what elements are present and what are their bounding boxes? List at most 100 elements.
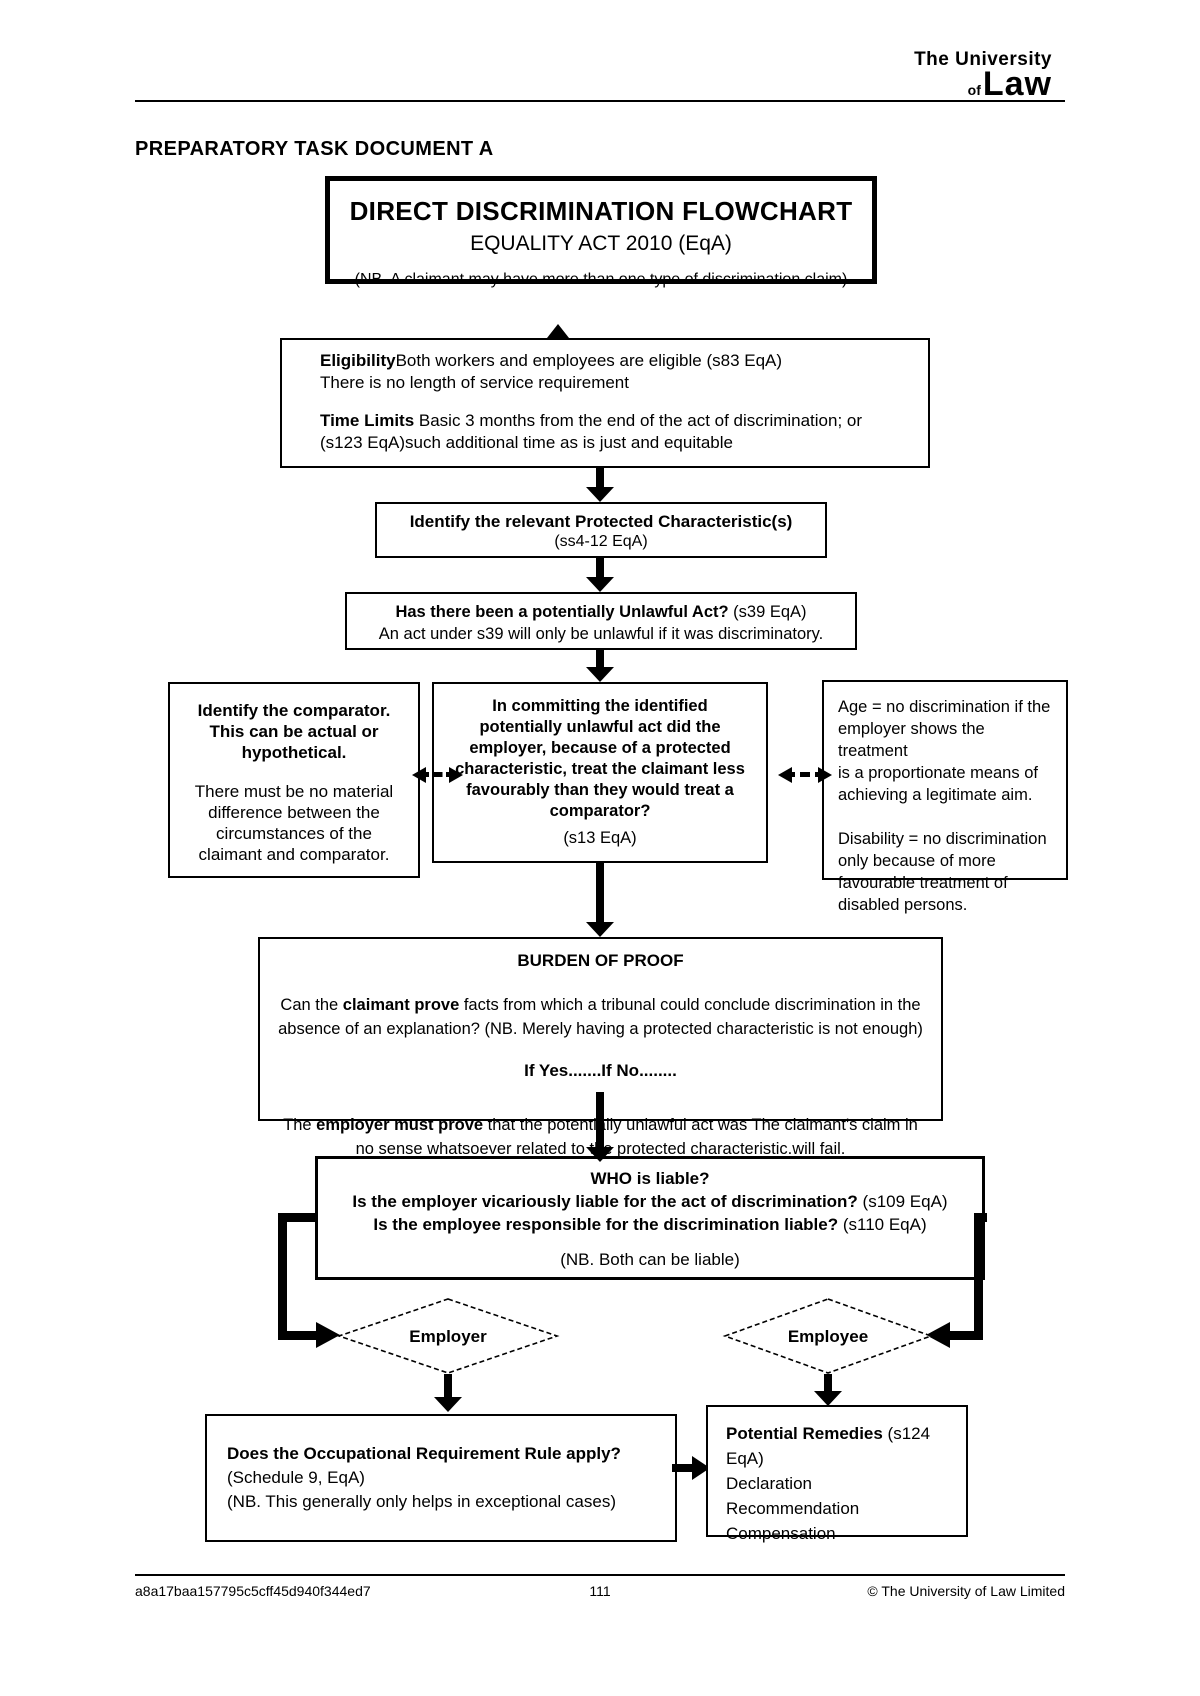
footer-document-hash: a8a17baa157795c5cff45d940f344ed7 <box>135 1583 371 1599</box>
who-question-1-cite: (s109 EqA) <box>857 1192 948 1211</box>
down-arrow <box>586 650 614 682</box>
elbow-connector-right <box>974 1213 983 1340</box>
elbow-connector-left <box>278 1213 318 1222</box>
footer-copyright: © The University of Law Limited <box>867 1583 1065 1599</box>
remedy-item: Declaration <box>726 1474 812 1493</box>
core-question-line: employer, because of a protected <box>469 739 731 757</box>
spacer <box>320 394 912 410</box>
age-defence-line: achieving a legitimate aim. <box>838 786 1033 804</box>
remedies-cite: (s124 EqA) <box>726 1424 931 1468</box>
nb-claim-note: (NB. A claimant may have more than one t… <box>354 271 848 288</box>
right-arrowhead-icon <box>818 767 832 783</box>
down-arrow <box>586 558 614 592</box>
remedy-item: Compensation <box>726 1524 836 1543</box>
left-arrowhead-icon <box>412 767 426 783</box>
core-question-line: In committing the identified <box>492 697 708 715</box>
occupational-cite: (Schedule 9, EqA) <box>227 1468 365 1487</box>
elbow-connector-left <box>278 1331 318 1340</box>
who-nb-note: (NB. Both can be liable) <box>560 1250 740 1269</box>
comparator-body-line: There must be no material <box>194 782 394 801</box>
down-arrow <box>586 1092 614 1162</box>
unlawful-act-box: Has there been a potentially Unlawful Ac… <box>345 592 857 650</box>
down-arrow <box>814 1374 842 1406</box>
remedies-title: Potential Remedies (s124 EqA) <box>726 1421 960 1471</box>
employee-diamond: Employee <box>722 1298 934 1374</box>
eligibility-text-1: Both workers and employees are eligible … <box>395 351 783 370</box>
comparator-box: Identify the comparator. This can be act… <box>168 682 420 878</box>
remedy-item: Recommendation <box>726 1499 860 1518</box>
comparator-body-text: There must be no material difference bet… <box>178 781 410 865</box>
comparator-bold-line: Identify the comparator. <box>197 701 391 720</box>
age-defence-line: is a proportionate means of <box>838 764 1038 782</box>
who-question-1-bold: Is the employer vicariously liable for t… <box>352 1192 858 1211</box>
eligibility-box: EligibilityBoth workers and employees ar… <box>280 338 930 468</box>
who-title: WHO is liable? <box>590 1169 710 1188</box>
left-arrowhead-icon <box>778 767 792 783</box>
age-defence-line: Age = no discrimination if the <box>838 698 1051 716</box>
comparator-bold-line: This can be actual or <box>209 722 379 741</box>
disability-defence-line: disabled persons. <box>838 896 968 914</box>
burden-paragraph: Can the claimant prove facts from which … <box>260 993 941 1041</box>
spacer <box>838 806 1054 828</box>
protected-characteristic-title: Identify the relevant Protected Characte… <box>409 512 793 531</box>
disability-defence-line: favourable treatment of <box>838 874 1008 892</box>
unlawful-act-note: An act under s39 will only be unlawful i… <box>378 625 824 643</box>
comparator-bold-line: hypothetical. <box>241 743 347 762</box>
time-limits-line-2: (s123 EqA)such additional time as is jus… <box>320 433 733 452</box>
disability-defence-line: only because of more <box>838 852 996 870</box>
down-arrow <box>434 1374 462 1412</box>
protected-characteristic-cite: (ss4-12 EqA) <box>554 533 648 550</box>
right-arrow <box>672 1464 694 1472</box>
eligibility-line-1: EligibilityBoth workers and employees ar… <box>320 350 912 372</box>
core-question-line: comparator? <box>549 802 651 820</box>
who-question-1: Is the employer vicariously liable for t… <box>318 1190 982 1213</box>
core-question-box: In committing the identified potentially… <box>432 682 768 863</box>
logo-text-top: The University <box>914 49 1052 70</box>
time-limits-label: Time Limits <box>320 411 415 430</box>
unlawful-act-cite: (s39 EqA) <box>728 603 807 621</box>
disability-defence-line: Disability = no discrimination <box>838 830 1047 848</box>
comparator-body-line: claimant and comparator. <box>198 845 390 864</box>
employer-diamond: Employer <box>336 1298 560 1374</box>
header-rule <box>135 100 1065 102</box>
eligibility-label: Eligibility <box>320 351 396 370</box>
flowchart-title: DIRECT DISCRIMINATION FLOWCHART <box>349 196 853 226</box>
footer-page-number: 111 <box>589 1583 611 1599</box>
comparator-bold-text: Identify the comparator. This can be act… <box>178 700 410 763</box>
employer-diamond-label: Employer <box>409 1327 487 1346</box>
who-question-2: Is the employee responsible for the disc… <box>318 1213 982 1236</box>
time-limits-text-1: Basic 3 months from the end of the act o… <box>414 411 863 430</box>
employee-diamond-label: Employee <box>788 1327 868 1346</box>
core-question-cite: (s13 EqA) <box>563 829 637 847</box>
burden-line-1: Can the claimant prove facts from which … <box>260 993 941 1017</box>
protected-characteristic-box: Identify the relevant Protected Characte… <box>375 502 827 558</box>
logo-law: Law <box>982 65 1052 103</box>
down-arrow <box>586 863 614 937</box>
unlawful-act-question-bold: Has there been a potentially Unlawful Ac… <box>395 603 729 621</box>
logo-of: of <box>967 82 981 98</box>
occupational-requirement-box: Does the Occupational Requirement Rule a… <box>205 1414 677 1542</box>
down-arrow <box>586 468 614 502</box>
footer-rule <box>135 1574 1065 1576</box>
right-arrowhead-icon <box>449 767 463 783</box>
up-arrowhead-icon <box>547 324 569 338</box>
elbow-connector-left <box>278 1213 287 1340</box>
right-arrowhead-icon <box>692 1456 710 1480</box>
core-question-line: potentially unlawful act did the <box>479 718 721 736</box>
burden-line-1-post: facts from which a tribunal could conclu… <box>459 996 921 1014</box>
eligibility-line-2: There is no length of service requiremen… <box>320 373 629 392</box>
outcome-line-1: The employer must prove that the potenti… <box>258 1113 943 1137</box>
comparator-body-line: difference between the <box>208 803 380 822</box>
if-yes-if-no-line: If Yes.......If No........ <box>524 1061 677 1080</box>
who-is-liable-box: WHO is liable? Is the employer vicarious… <box>315 1156 985 1280</box>
spacer <box>178 763 410 781</box>
disability-defence-text: Disability = no discrimination only beca… <box>838 828 1054 916</box>
remedies-title-bold: Potential Remedies <box>726 1424 883 1443</box>
comparator-body-line: circumstances of the <box>216 824 372 843</box>
burden-line-2: absence of an explanation? (NB. Merely h… <box>278 1020 923 1038</box>
page-title: PREPARATORY TASK DOCUMENT A <box>135 138 494 160</box>
outcome-line-1-bold: employer must prove <box>316 1116 484 1134</box>
burden-title: BURDEN OF PROOF <box>517 951 684 970</box>
core-question-line: favourably than they would treat a <box>466 781 734 799</box>
defences-box: Age = no discrimination if the employer … <box>822 680 1068 914</box>
